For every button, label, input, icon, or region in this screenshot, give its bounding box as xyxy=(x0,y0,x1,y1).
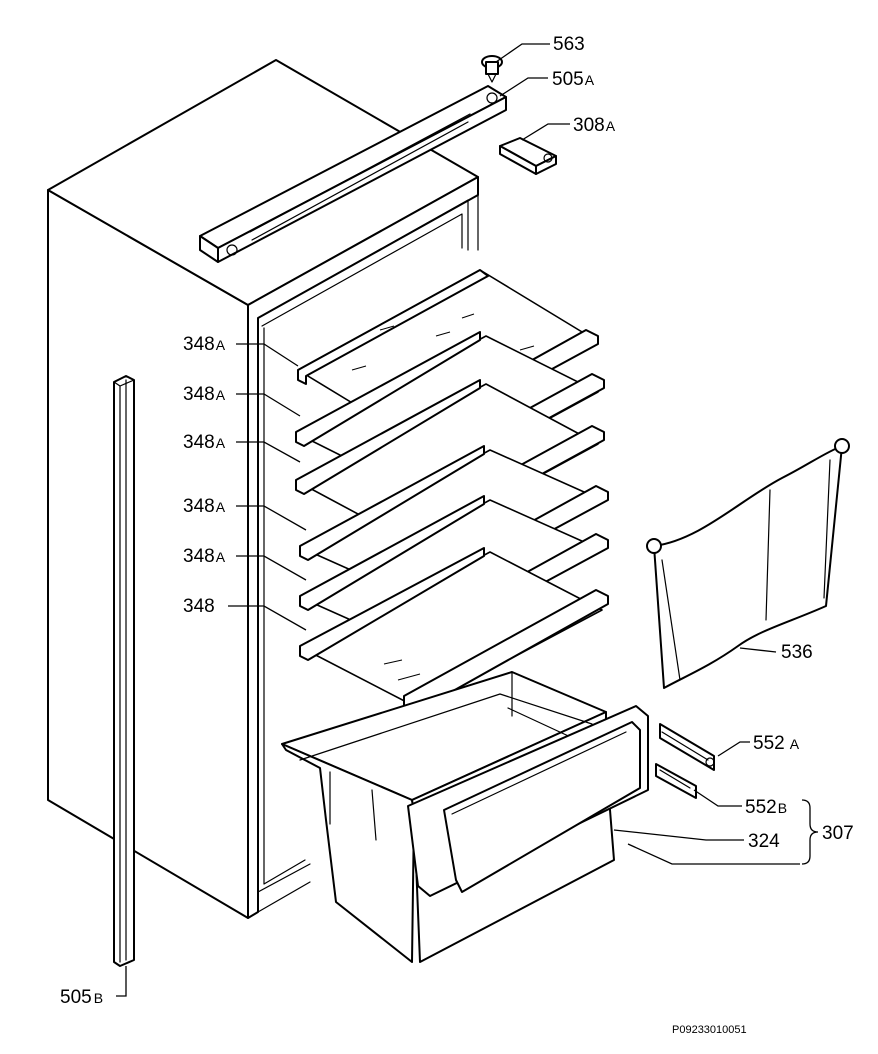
callout-labels: 563 505A 308A 348A 348A 348A 348A 348A 3… xyxy=(60,34,854,1036)
label-348a-2: 348A xyxy=(183,384,226,405)
label-348a-5: 348A xyxy=(183,546,226,567)
label-324: 324 xyxy=(748,831,780,852)
glass-shelves xyxy=(295,269,609,715)
label-505a: 505A xyxy=(552,69,595,90)
label-348a-1: 348A xyxy=(183,334,226,355)
hinge-screw xyxy=(481,55,503,83)
door-trim-strip xyxy=(113,375,135,967)
crisper-drawer xyxy=(281,671,649,963)
label-563: 563 xyxy=(553,34,585,55)
top-hinge-cover xyxy=(199,85,507,263)
label-552b: 552B xyxy=(745,797,787,818)
crisper-cover xyxy=(646,438,850,689)
leader-lines xyxy=(116,43,819,997)
drawer-rail-b xyxy=(655,763,697,799)
drawing-code: P09233010051 xyxy=(672,1024,747,1036)
label-536: 536 xyxy=(781,642,813,663)
label-348: 348 xyxy=(183,596,215,617)
label-348a-4: 348A xyxy=(183,496,226,517)
label-348a-3: 348A xyxy=(183,432,226,453)
hinge-bracket xyxy=(499,137,557,175)
cabinet-body xyxy=(47,59,479,919)
label-308a: 308A xyxy=(573,115,616,136)
label-307: 307 xyxy=(822,823,854,844)
drawer-rail-a xyxy=(659,723,715,771)
